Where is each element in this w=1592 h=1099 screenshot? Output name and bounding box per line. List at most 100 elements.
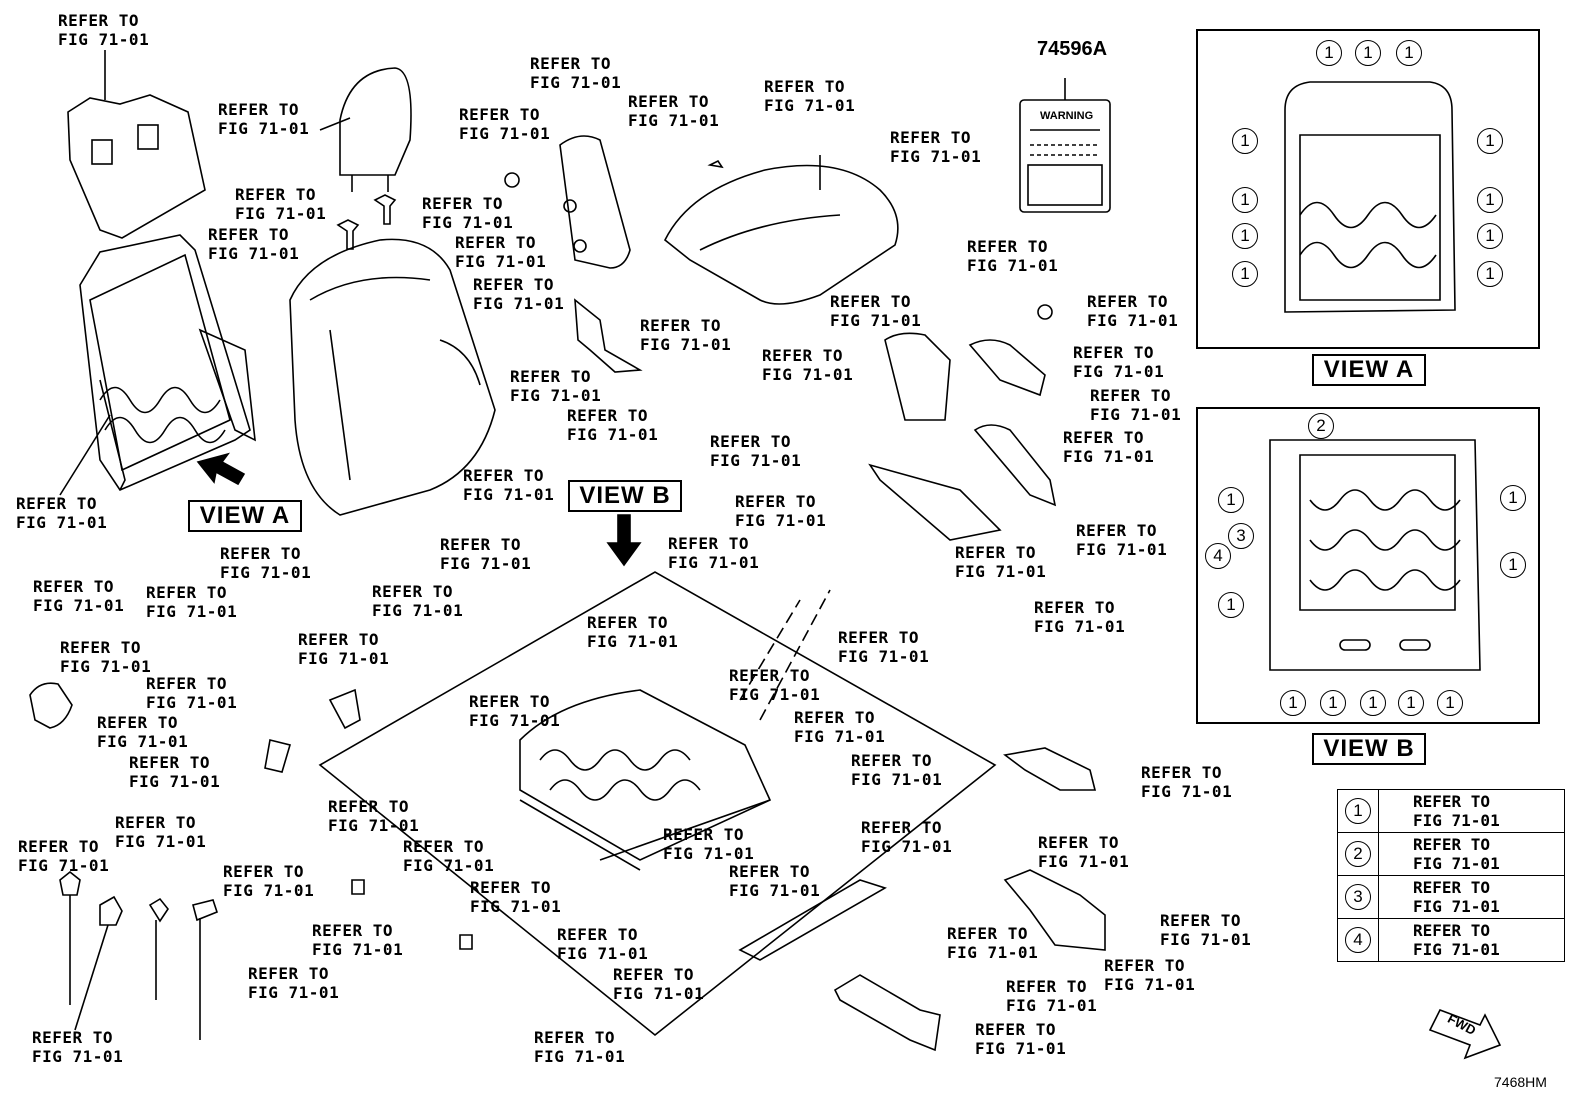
callout: REFER TO FIG 71-01 <box>1034 598 1126 636</box>
view-a-index-marker: 1 <box>1232 261 1258 287</box>
callout: REFER TO FIG 71-01 <box>220 544 312 582</box>
callout: REFER TO FIG 71-01 <box>729 666 821 704</box>
legend-index: 3 <box>1345 884 1371 910</box>
legend-ref: REFER TO FIG 71-01 <box>1378 789 1565 833</box>
callout: REFER TO FIG 71-01 <box>628 92 720 130</box>
callout: REFER TO FIG 71-01 <box>208 225 300 263</box>
view-a-index-marker: 1 <box>1396 40 1422 66</box>
callout: REFER TO FIG 71-01 <box>469 692 561 730</box>
callout: REFER TO FIG 71-01 <box>18 837 110 875</box>
view-b-index-marker: 1 <box>1500 485 1526 511</box>
view-a-title: VIEW A <box>1312 354 1426 386</box>
callout: REFER TO FIG 71-01 <box>328 797 420 835</box>
view-a-index-marker: 1 <box>1316 40 1342 66</box>
callout: REFER TO FIG 71-01 <box>830 292 922 330</box>
legend-row: 1 REFER TO FIG 71-01 <box>1337 789 1565 833</box>
callout: REFER TO FIG 71-01 <box>762 346 854 384</box>
warning-label-text: WARNING <box>1040 110 1094 122</box>
view-b-index-marker: 1 <box>1360 690 1386 716</box>
warning-label-part-number: 74596A <box>1037 38 1108 60</box>
view-a-index-marker: 1 <box>1477 261 1503 287</box>
view-b-index-marker: 1 <box>1437 690 1463 716</box>
lower-left-parts <box>29 682 473 1040</box>
view-b-index-marker: 1 <box>1218 487 1244 513</box>
view-b-marker: VIEW B <box>568 480 682 512</box>
warning-label <box>1019 78 1111 213</box>
callout: REFER TO FIG 71-01 <box>668 534 760 572</box>
legend-index: 1 <box>1345 798 1371 824</box>
legend-row: 3 REFER TO FIG 71-01 <box>1337 875 1565 919</box>
callout: REFER TO FIG 71-01 <box>115 813 207 851</box>
view-a-box <box>1196 29 1540 349</box>
view-a-marker: VIEW A <box>188 500 302 532</box>
legend-ref: REFER TO FIG 71-01 <box>1378 875 1565 919</box>
callout: REFER TO FIG 71-01 <box>459 105 551 143</box>
callout: REFER TO FIG 71-01 <box>975 1020 1067 1058</box>
callout: REFER TO FIG 71-01 <box>455 233 547 271</box>
callout: REFER TO FIG 71-01 <box>1141 763 1233 801</box>
view-b-index-marker: 1 <box>1320 690 1346 716</box>
view-a-frame <box>1284 81 1456 313</box>
view-b-index-marker: 1 <box>1218 592 1244 618</box>
callout: REFER TO FIG 71-01 <box>470 878 562 916</box>
view-a-arrow <box>196 452 246 486</box>
callout: REFER TO FIG 71-01 <box>613 965 705 1003</box>
callout: REFER TO FIG 71-01 <box>473 275 565 313</box>
callout: REFER TO FIG 71-01 <box>1073 343 1165 381</box>
seatback-pad <box>67 50 206 239</box>
callout: REFER TO FIG 71-01 <box>794 708 886 746</box>
view-b-arrow <box>606 514 642 567</box>
callout: REFER TO FIG 71-01 <box>510 367 602 405</box>
callout: REFER TO FIG 71-01 <box>1090 386 1182 424</box>
callout: REFER TO FIG 71-01 <box>1104 956 1196 994</box>
headrest-guides <box>336 194 397 250</box>
callout: REFER TO FIG 71-01 <box>838 628 930 666</box>
callout: REFER TO FIG 71-01 <box>312 921 404 959</box>
view-b-index-marker: 2 <box>1308 413 1334 439</box>
callout: REFER TO FIG 71-01 <box>1006 977 1098 1015</box>
view-b-index-marker: 1 <box>1500 552 1526 578</box>
callout: REFER TO FIG 71-01 <box>663 825 755 863</box>
view-a-index-marker: 1 <box>1355 40 1381 66</box>
side-shield <box>504 135 643 373</box>
callout: REFER TO FIG 71-01 <box>298 630 390 668</box>
callout: REFER TO FIG 71-01 <box>557 925 649 963</box>
callout: REFER TO FIG 71-01 <box>218 100 310 138</box>
legend-ref: REFER TO FIG 71-01 <box>1378 832 1565 876</box>
view-b-index-marker: 4 <box>1205 543 1231 569</box>
headrest <box>319 67 412 192</box>
callout: REFER TO FIG 71-01 <box>60 638 152 676</box>
callout: REFER TO FIG 71-01 <box>146 583 238 621</box>
callout: REFER TO FIG 71-01 <box>235 185 327 223</box>
right-side-parts <box>738 747 1502 1060</box>
callout: REFER TO FIG 71-01 <box>1076 521 1168 559</box>
view-a-index-marker: 1 <box>1477 128 1503 154</box>
diagram-code: 7468HM <box>1494 1074 1547 1090</box>
callout: REFER TO FIG 71-01 <box>640 316 732 354</box>
callout: REFER TO FIG 71-01 <box>967 237 1059 275</box>
seatback-cushion <box>289 238 496 516</box>
callout: REFER TO FIG 71-01 <box>58 11 150 49</box>
callout: REFER TO FIG 71-01 <box>851 751 943 789</box>
callout: REFER TO FIG 71-01 <box>223 862 315 900</box>
callout: REFER TO FIG 71-01 <box>16 494 108 532</box>
view-b-box <box>1196 407 1540 724</box>
callout: REFER TO FIG 71-01 <box>129 753 221 791</box>
view-b-index-marker: 1 <box>1398 690 1424 716</box>
callout: REFER TO FIG 71-01 <box>587 613 679 651</box>
callout: REFER TO FIG 71-01 <box>32 1028 124 1066</box>
callout: REFER TO FIG 71-01 <box>729 862 821 900</box>
legend-row: 4 REFER TO FIG 71-01 <box>1337 918 1565 962</box>
callout: REFER TO FIG 71-01 <box>861 818 953 856</box>
legend-index: 2 <box>1345 841 1371 867</box>
callout: REFER TO FIG 71-01 <box>372 582 464 620</box>
callout: REFER TO FIG 71-01 <box>33 577 125 615</box>
callout: REFER TO FIG 71-01 <box>1063 428 1155 466</box>
side-covers <box>868 304 1057 541</box>
callout: REFER TO FIG 71-01 <box>947 924 1039 962</box>
callout: REFER TO FIG 71-01 <box>97 713 189 751</box>
legend-ref: REFER TO FIG 71-01 <box>1378 918 1565 962</box>
view-b-title: VIEW B <box>1312 733 1426 765</box>
